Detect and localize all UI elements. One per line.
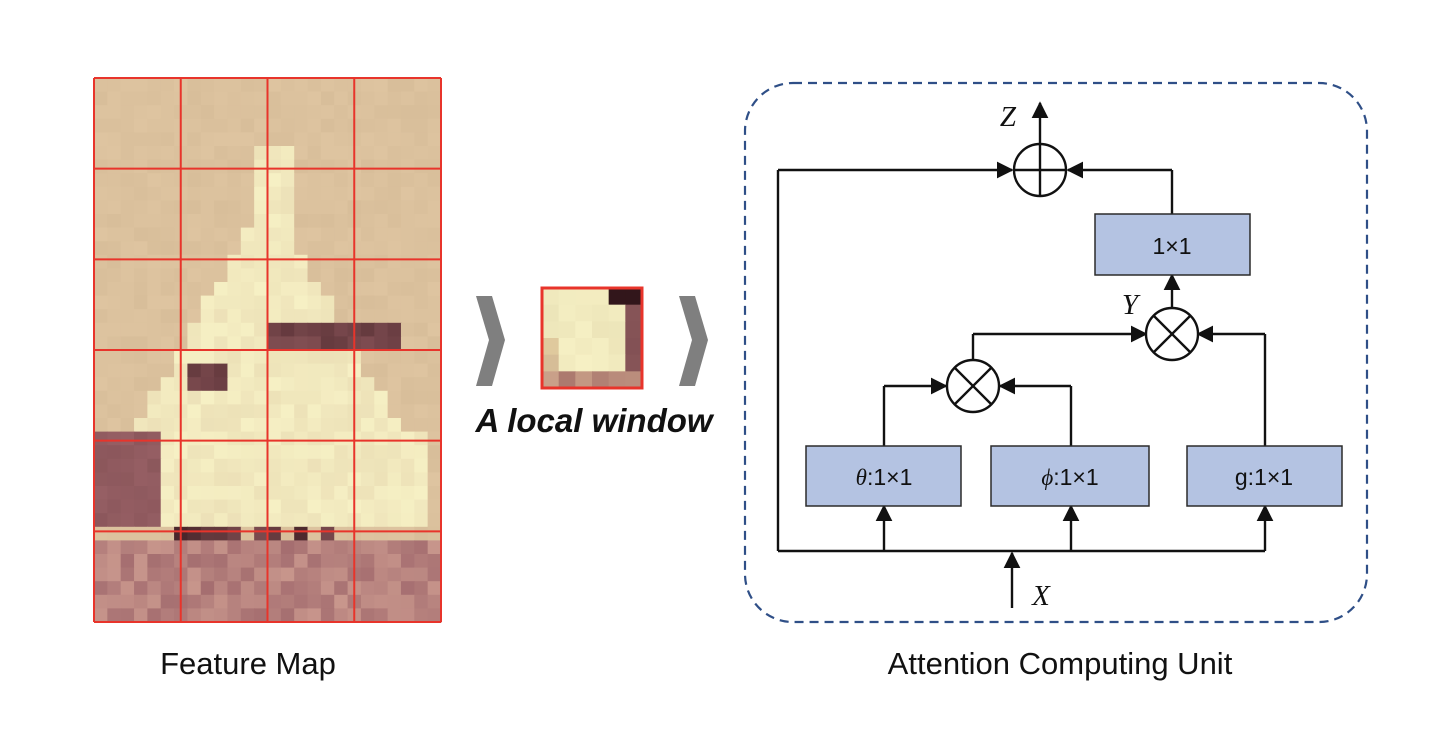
multiply-node-g (1144, 306, 1200, 362)
feature-map-pixels (94, 78, 442, 623)
intermediate-symbol-y: Y (1122, 289, 1141, 321)
multiply-node-theta-phi (945, 358, 1001, 414)
gray-arrow-right (679, 296, 708, 386)
conv-box-theta: θ:1×1 (805, 445, 962, 507)
g-box-label: g:1×1 (1235, 464, 1293, 490)
phi-symbol: ϕ (1041, 465, 1053, 490)
svg-text:ϕ:1×1: ϕ:1×1 (1041, 464, 1098, 490)
local-window-pixels (542, 288, 643, 389)
feature-map-caption: Feature Map (160, 646, 336, 681)
attention-wires (776, 101, 1274, 608)
attention-unit-border (743, 81, 1369, 624)
phi-box-suffix: :1×1 (1053, 464, 1098, 490)
sum-node (1012, 142, 1068, 198)
conv-box-top-label: 1×1 (1152, 233, 1191, 259)
theta-box-suffix: :1×1 (867, 464, 912, 490)
local-window (540, 286, 644, 390)
feature-map-grid (93, 77, 442, 623)
local-window-border (540, 286, 644, 390)
conv-box-top: 1×1 (1094, 213, 1251, 276)
theta-symbol: θ (856, 465, 867, 490)
local-window-caption: A local window (474, 402, 714, 439)
feature-map (93, 77, 442, 623)
conv-box-g: g:1×1 (1186, 445, 1343, 507)
gray-arrow-left (476, 296, 505, 386)
conv-box-phi: ϕ:1×1 (990, 445, 1150, 507)
attention-unit-caption: Attention Computing Unit (888, 646, 1233, 681)
input-symbol-x: X (1031, 580, 1051, 612)
output-symbol-z: Z (1000, 101, 1017, 133)
svg-text:θ:1×1: θ:1×1 (856, 464, 913, 490)
